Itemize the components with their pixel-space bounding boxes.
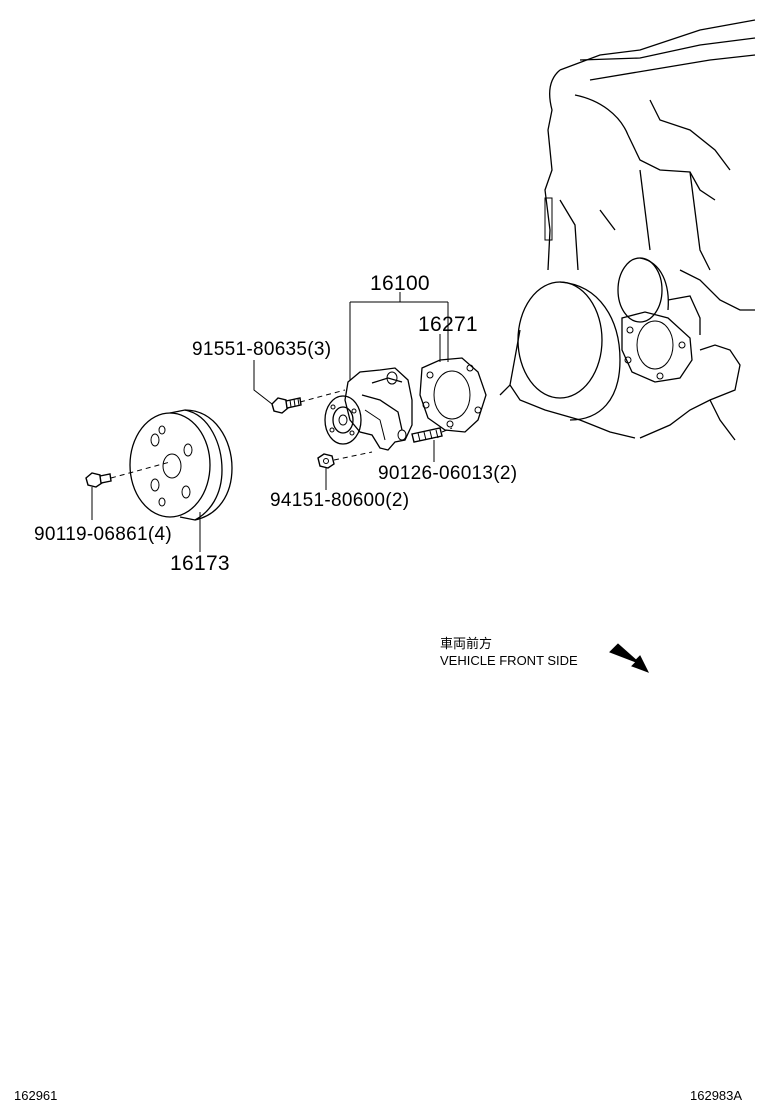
label-pulley-bolt: 90119-06861(4) [34, 524, 172, 545]
nut-drawing [317, 453, 335, 469]
label-water-pump-assy: 16100 [370, 272, 430, 295]
label-pulley: 16173 [170, 552, 230, 575]
label-pump-bolt: 91551-80635(3) [192, 339, 331, 360]
engine-block-drawing [499, 19, 756, 441]
footer-right-code: 162983A [690, 1088, 742, 1103]
stud-drawing [411, 427, 443, 443]
assembly-lines [110, 389, 453, 479]
leader-lines [91, 292, 449, 552]
vehicle-front-arrow-icon [609, 643, 650, 673]
direction-english: VEHICLE FRONT SIDE [440, 653, 578, 668]
direction-japanese: 車両前方 [440, 636, 492, 651]
water-pump-drawing [324, 367, 413, 451]
label-stud: 90126-06013(2) [378, 463, 517, 484]
pulley-drawing [129, 409, 233, 521]
pulley-bolt-drawing [85, 472, 112, 488]
pump-bolt-drawing [271, 397, 302, 414]
label-nut: 94151-80600(2) [270, 490, 409, 511]
label-gasket: 16271 [418, 313, 478, 336]
gasket-drawing [419, 357, 487, 433]
footer-left-code: 162961 [14, 1088, 57, 1103]
